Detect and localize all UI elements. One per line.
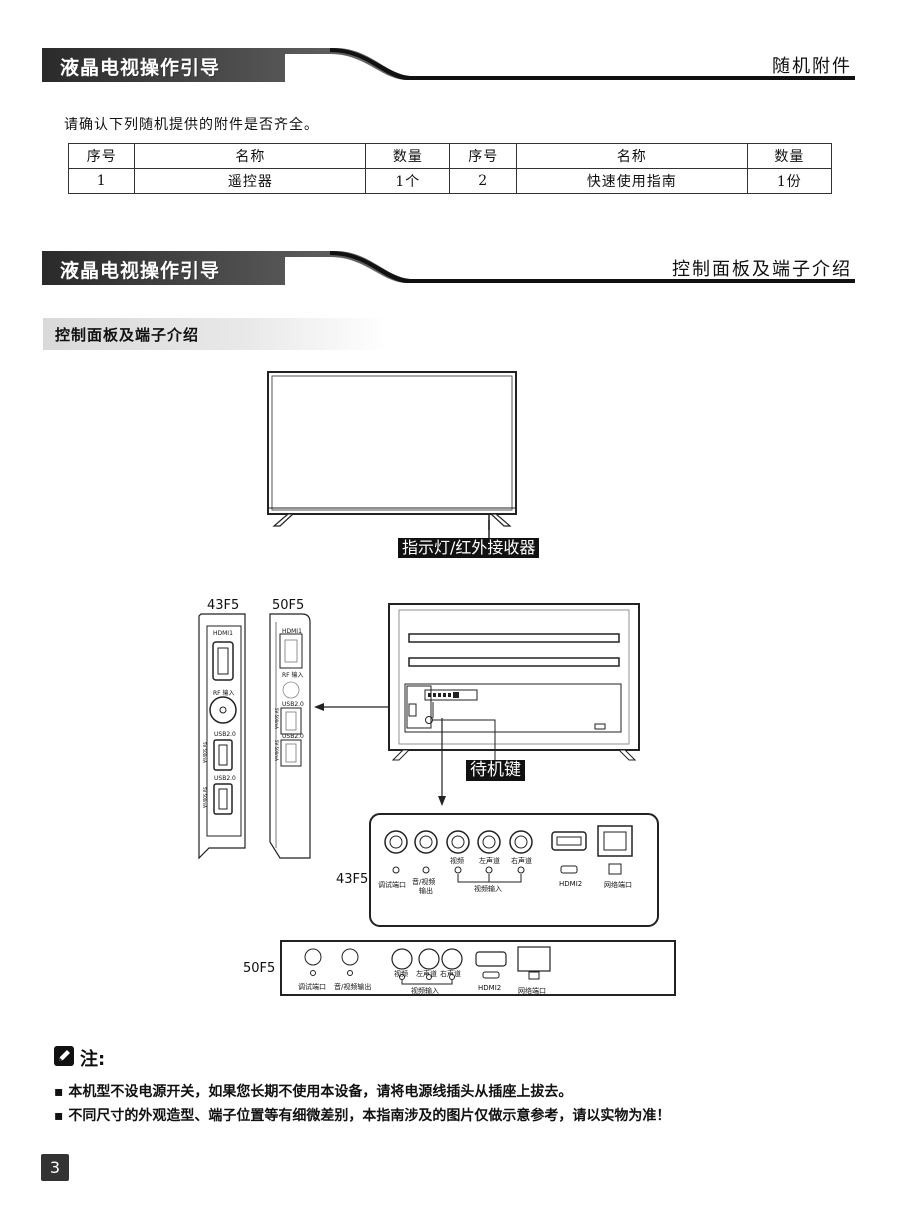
side43-usb1-label: USB2.0 [214, 731, 236, 738]
table-cell: 遥控器 [134, 168, 367, 194]
table-cell: 2 [449, 168, 517, 194]
side-panel-43: 5V 500mA 5V 500mA [198, 613, 246, 860]
rear50-avout-label: 音/视频输出 [334, 983, 372, 991]
rear-panel-43 [369, 813, 659, 927]
note-text: 本机型不设电源开关，如果您长期不使用本设备，请将电源线插头从插座上拔去。 [68, 1084, 573, 1100]
table-header-row: 序号 名称 数量 序号 名称 数量 [67, 143, 833, 169]
rear43-left-label: 左声道 [479, 857, 500, 865]
rear50-debug-label: 调试端口 [298, 983, 326, 991]
rear50-right-label: 右声道 [440, 970, 461, 978]
rear50-left-label: 左声道 [416, 970, 437, 978]
side50-usb2-label: USB2.0 [282, 733, 304, 740]
svg-text:5V 500mA: 5V 500mA [202, 787, 207, 808]
table-cell: 1个 [365, 168, 451, 194]
rear50-hdmi2-label: HDMI2 [478, 984, 502, 992]
tv-rear-illustration [388, 603, 640, 763]
svg-text:5V 500mA: 5V 500mA [202, 742, 207, 763]
subsection-header: 控制面板及端子介绍 [43, 318, 388, 350]
standby-key-label: 待机键 [466, 760, 525, 781]
model-50-rear-label: 50F5 [243, 961, 276, 976]
note-pencil-icon [54, 1046, 74, 1066]
model-50-label: 50F5 [272, 598, 305, 613]
note-item: ▪ 不同尺寸的外观造型、端子位置等有细微差别，本指南涉及的图片仅做示意参考，请以… [54, 1105, 670, 1125]
side50-rf-label: RF 输入 [282, 672, 304, 679]
header-cell: 名称 [134, 143, 367, 169]
rear43-avout-label-1: 音/视频 [412, 878, 436, 886]
rear43-avout-label-2: 输出 [419, 887, 433, 895]
note-item: ▪ 本机型不设电源开关，如果您长期不使用本设备，请将电源线插头从插座上拔去。 [54, 1081, 572, 1101]
banner-section-name: 随机附件 [772, 56, 852, 77]
indicator-ir-label: 指示灯/红外接收器 [398, 538, 540, 558]
side50-hdmi-label: HDMI1 [282, 628, 302, 635]
banner-title: 液晶电视操作引导 [60, 260, 221, 282]
section-banner-panel: 液晶电视操作引导 控制面板及端子介绍 [0, 247, 898, 297]
rear43-right-label: 右声道 [511, 857, 532, 865]
notes-heading: 注: [80, 1049, 106, 1070]
side43-rf-label: RF 输入 [213, 690, 235, 697]
rear43-network-label: 网络端口 [604, 881, 632, 889]
svg-text:5V 500mA: 5V 500mA [274, 708, 279, 729]
header-cell: 数量 [746, 143, 833, 169]
arrow-to-rear-panel [438, 718, 446, 806]
indicator-leader-line [488, 520, 490, 538]
rear43-debug-label: 调试端口 [378, 881, 406, 889]
svg-text:5V 500mA: 5V 500mA [274, 740, 279, 761]
rear-panel-50 [280, 940, 676, 996]
side43-hdmi-label: HDMI1 [213, 630, 233, 637]
accessory-intro: 请确认下列随机提供的附件是否齐全。 [64, 117, 319, 133]
tv-front-illustration [267, 371, 517, 530]
rear50-video-label: 视频 [394, 970, 408, 978]
side50-usb1-label: USB2.0 [282, 701, 304, 708]
bullet: ▪ [54, 1108, 69, 1124]
table-cell: 1 [67, 168, 136, 194]
header-cell: 数量 [365, 143, 451, 169]
rear43-video-label: 视频 [450, 857, 464, 865]
page-number: 3 [41, 1154, 69, 1181]
banner-graphic [42, 48, 855, 82]
accessory-table: 序号 名称 数量 序号 名称 数量 1 遥控器 1个 2 快速使用指南 1份 [67, 143, 833, 194]
table-cell: 1份 [746, 168, 833, 194]
header-cell: 序号 [67, 143, 136, 169]
table-cell: 快速使用指南 [515, 168, 748, 194]
rear43-hdmi2-label: HDMI2 [559, 880, 583, 888]
rear50-network-label: 网络端口 [518, 987, 546, 995]
banner-section-name: 控制面板及端子介绍 [672, 259, 852, 280]
side43-usb2-label: USB2.0 [214, 775, 236, 782]
model-43-label: 43F5 [207, 598, 240, 613]
header-cell: 名称 [515, 143, 748, 169]
model-43-rear-label: 43F5 [336, 872, 369, 887]
rear50-video-in-label: 视频输入 [411, 987, 439, 995]
table-row: 1 遥控器 1个 2 快速使用指南 1份 [67, 168, 833, 194]
section-banner-accessories: 液晶电视操作引导 随机附件 [0, 44, 898, 94]
side-panel-50: 5V 500mA 5V 500mA [269, 613, 311, 859]
banner-title: 液晶电视操作引导 [60, 57, 221, 79]
banner-graphic [42, 251, 855, 285]
note-text: 不同尺寸的外观造型、端子位置等有细微差别，本指南涉及的图片仅做示意参考，请以实物… [68, 1108, 671, 1124]
bullet: ▪ [54, 1084, 69, 1100]
subsection-title: 控制面板及端子介绍 [55, 326, 200, 344]
header-cell: 序号 [449, 143, 517, 169]
rear43-video-in-label: 视频输入 [474, 885, 502, 893]
